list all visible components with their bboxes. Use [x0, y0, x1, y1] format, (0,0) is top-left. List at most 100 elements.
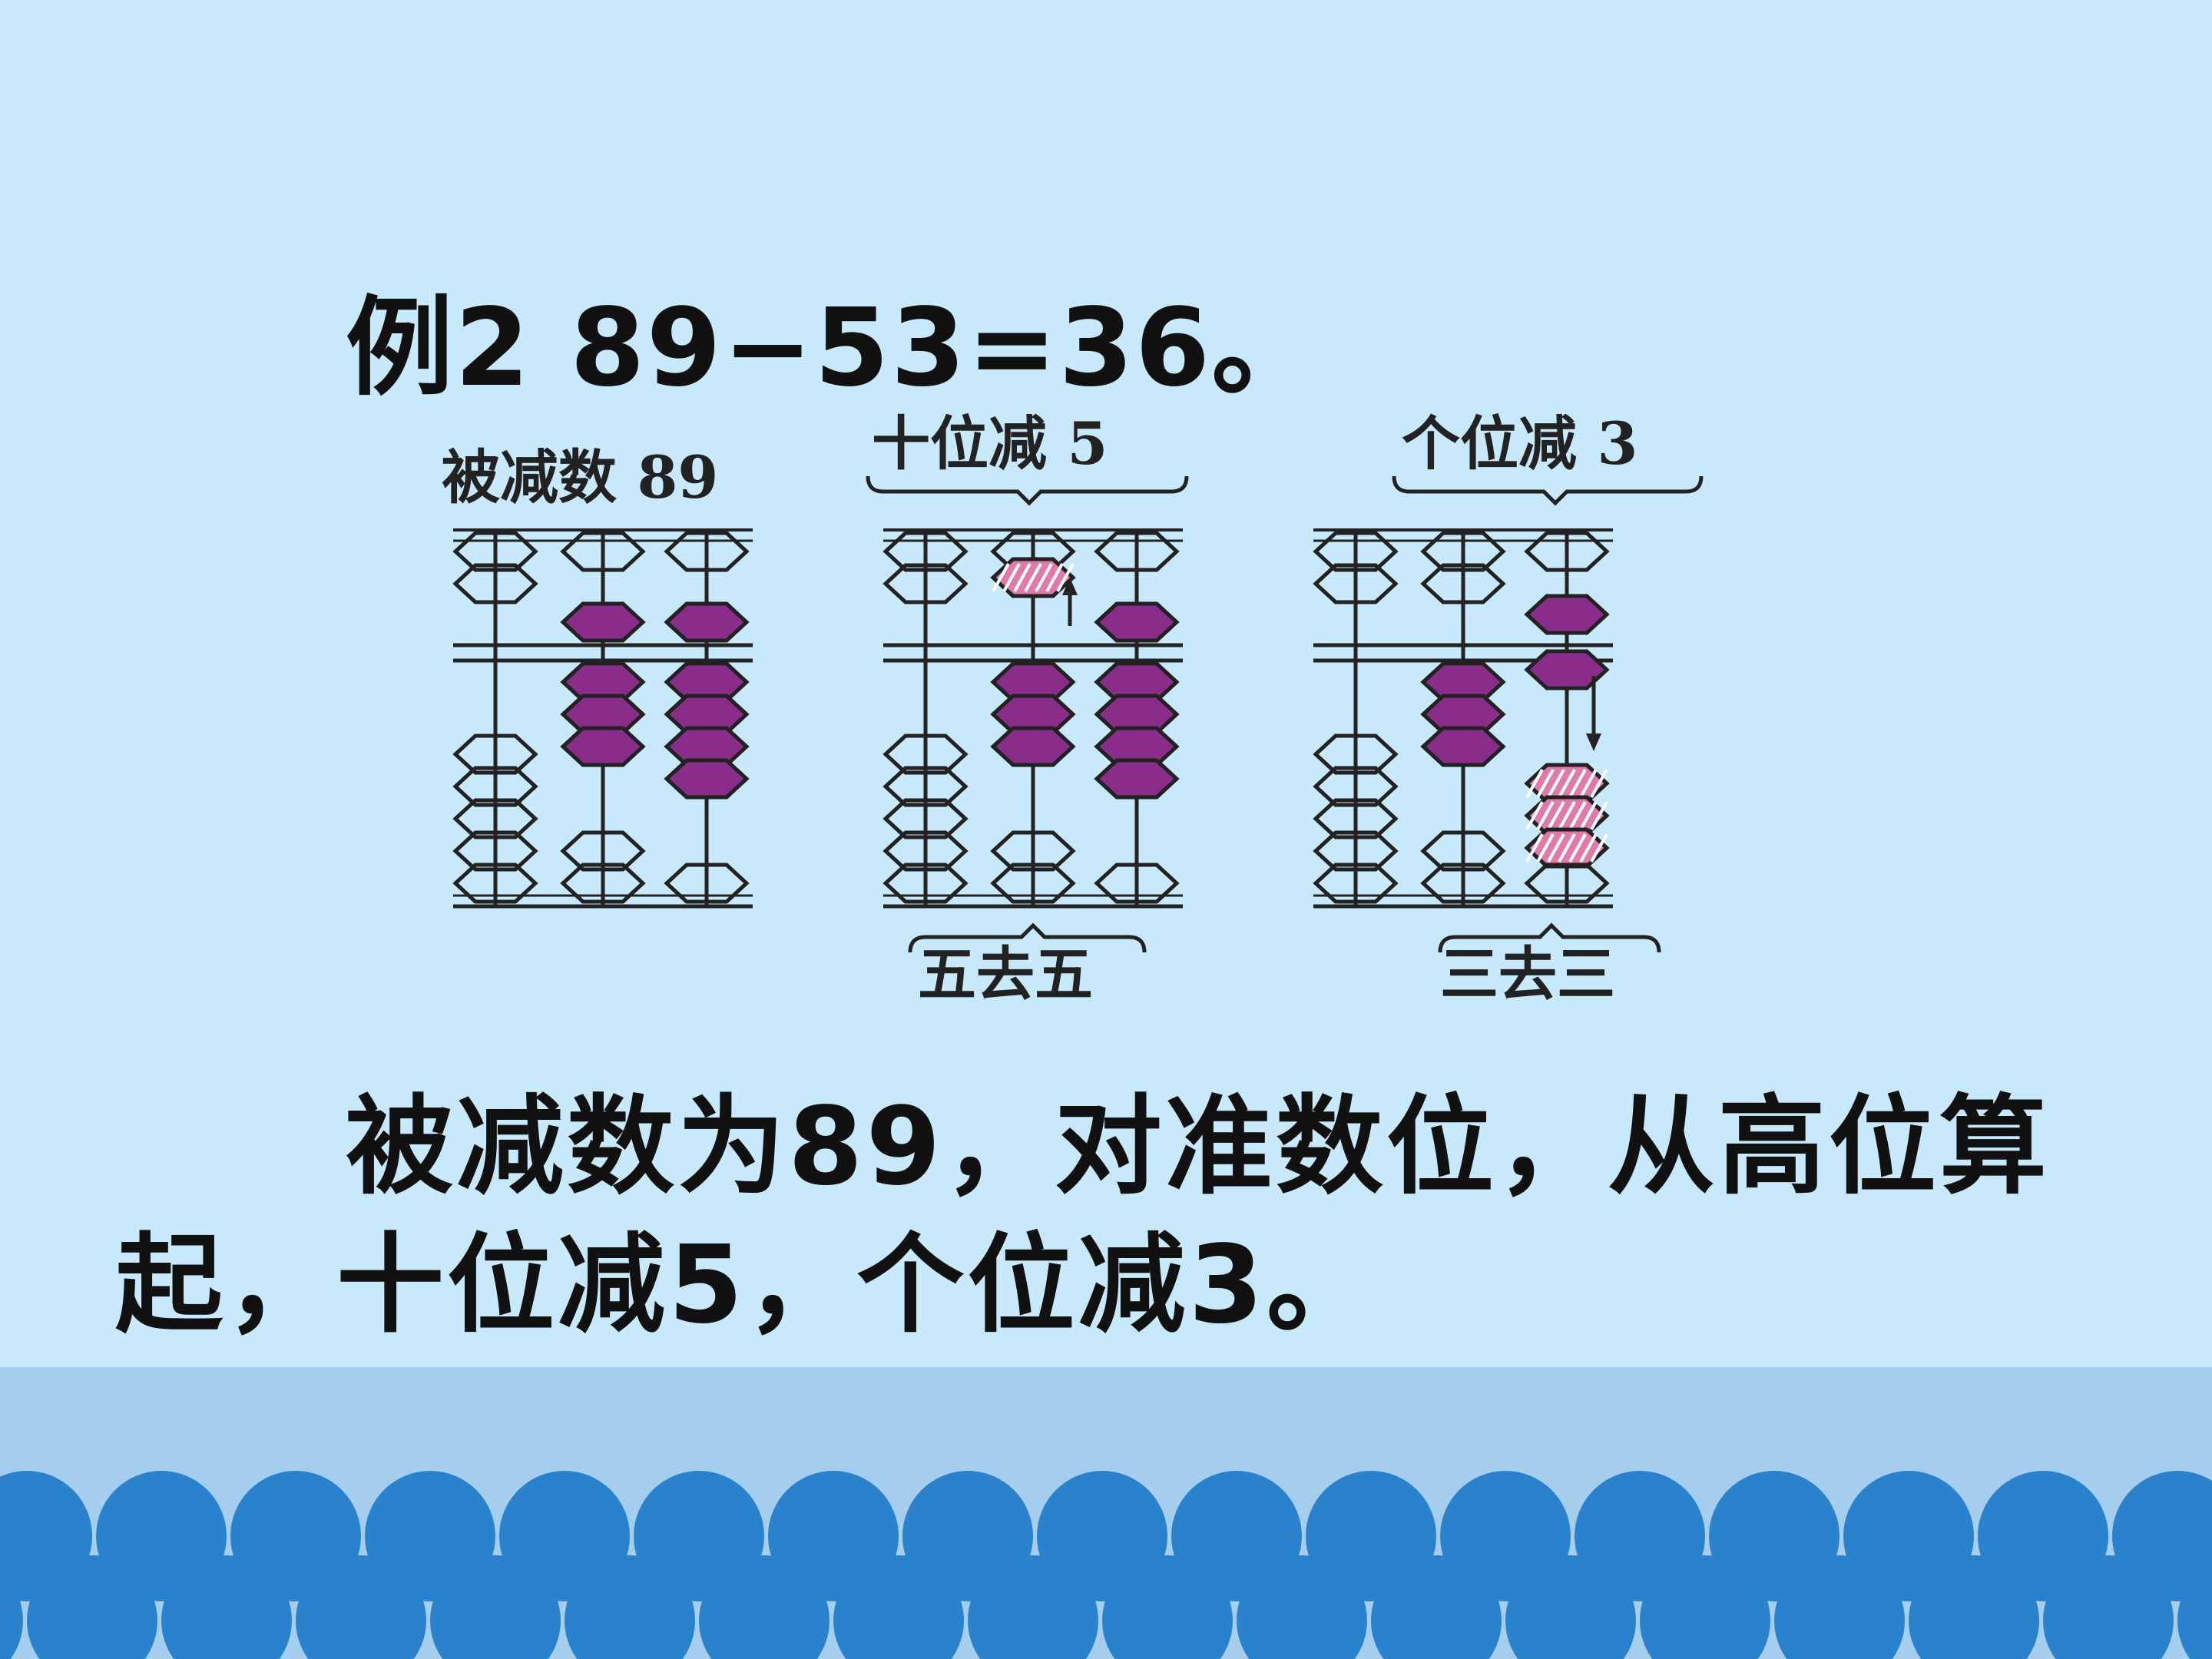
bead-active [990, 726, 1076, 767]
bead-hatch [1045, 563, 1064, 592]
bead [452, 563, 538, 604]
bead [882, 798, 969, 839]
bead [664, 863, 750, 904]
bead-hatch [1536, 769, 1555, 798]
bead [990, 830, 1076, 872]
wave-scallop [1371, 1555, 1502, 1659]
bead-hatch [1525, 833, 1544, 863]
bead-hatch [1568, 833, 1587, 863]
bead [452, 733, 538, 775]
abacus-3-top-label: 个位减 3 [1402, 409, 1637, 478]
wave-scallop [565, 1555, 695, 1659]
wave-scallop [1102, 1555, 1233, 1659]
abacus-2-bottom-brace [908, 922, 1147, 953]
bead [1094, 863, 1180, 904]
bead [1313, 766, 1399, 807]
bead-active [560, 726, 646, 767]
bead-hatch [1525, 769, 1544, 798]
wave-scallop [1505, 1555, 1636, 1659]
bead-hatch [1547, 769, 1565, 798]
bead-hatch [1558, 801, 1576, 830]
abacus-2-bottom-label: 五去五 [918, 940, 1093, 1008]
bead-active [1524, 649, 1610, 690]
bead [1313, 733, 1399, 775]
bead-active [664, 758, 750, 800]
bead [452, 798, 538, 839]
abacus-2-top-brace [866, 475, 1189, 506]
bead-hatch [1035, 563, 1053, 592]
wave-scallop [2043, 1555, 2174, 1659]
bead [1420, 830, 1506, 872]
abacus-3-bottom-label: 三去三 [1440, 940, 1615, 1008]
bead [1313, 531, 1399, 572]
bead [664, 531, 750, 572]
bead-hatch [1590, 769, 1608, 798]
bead [1524, 863, 1610, 904]
bead-hatch [1579, 801, 1598, 830]
bead-hatch [1056, 563, 1075, 592]
bead-hatch [1558, 769, 1576, 798]
abacus-1 [452, 528, 753, 909]
wave-row-front [0, 1555, 2212, 1659]
bead [1524, 531, 1610, 572]
bead [560, 830, 646, 872]
wave-scallop [2177, 1563, 2212, 1659]
bead [452, 863, 538, 904]
bead-hatch [1547, 833, 1565, 863]
bead-active [664, 601, 750, 643]
bead-hatch [1525, 801, 1544, 830]
bead-active [1094, 758, 1180, 800]
bead-hatch [1547, 801, 1565, 830]
bead [882, 563, 969, 604]
bead [560, 863, 646, 904]
bead-hatch [1536, 833, 1555, 863]
bead [1420, 563, 1506, 604]
bead-hatch [1536, 801, 1555, 830]
bead-hatch [1558, 833, 1576, 863]
bead-hatch [1579, 833, 1598, 863]
wave-scallop [1237, 1555, 1367, 1659]
bead-hatch [992, 563, 1010, 592]
abacus-3 [1313, 528, 1613, 909]
bead [882, 830, 969, 872]
bead-hatch [1002, 563, 1021, 592]
bead [1313, 830, 1399, 872]
bead-hatch [1013, 563, 1031, 592]
bead-active [1420, 726, 1506, 767]
wave-scallop [1774, 1555, 1905, 1659]
bead [1313, 863, 1399, 904]
bead-hatch [1568, 769, 1587, 798]
bead-active [1524, 594, 1610, 635]
arrow-down-icon [1586, 676, 1601, 751]
wave-scallop [1640, 1555, 1770, 1659]
wave-scallop [0, 1571, 23, 1659]
bead-active [1094, 601, 1180, 643]
bead [452, 531, 538, 572]
wave-scallop [430, 1555, 561, 1659]
bead-hatch [1579, 769, 1598, 798]
arrow-up-icon [1062, 578, 1078, 626]
bead [1420, 531, 1506, 572]
bead [882, 863, 969, 904]
bead [1313, 798, 1399, 839]
bead [1094, 531, 1180, 572]
bead [452, 766, 538, 807]
explanation-line-1: 被减数为89，对准数位，从高位算 [346, 1084, 2050, 1210]
bead [882, 766, 969, 807]
wave-scallop [296, 1555, 426, 1659]
bead [882, 733, 969, 775]
abacus-2 [882, 528, 1183, 909]
example-title: 例2 89−53=36。 [346, 286, 1321, 411]
abacus-2-top-label: 十位减 5 [872, 409, 1108, 478]
abacus-3-bottom-brace [1438, 922, 1661, 953]
wave-scallop [968, 1555, 1098, 1659]
wave-decoration [0, 1367, 2212, 1659]
bead-hatch [1568, 801, 1587, 830]
abacus-3-top-brace [1392, 475, 1704, 506]
wave-scallop [699, 1555, 830, 1659]
bead [452, 830, 538, 872]
wave-scallop [27, 1555, 157, 1659]
bead [560, 531, 646, 572]
